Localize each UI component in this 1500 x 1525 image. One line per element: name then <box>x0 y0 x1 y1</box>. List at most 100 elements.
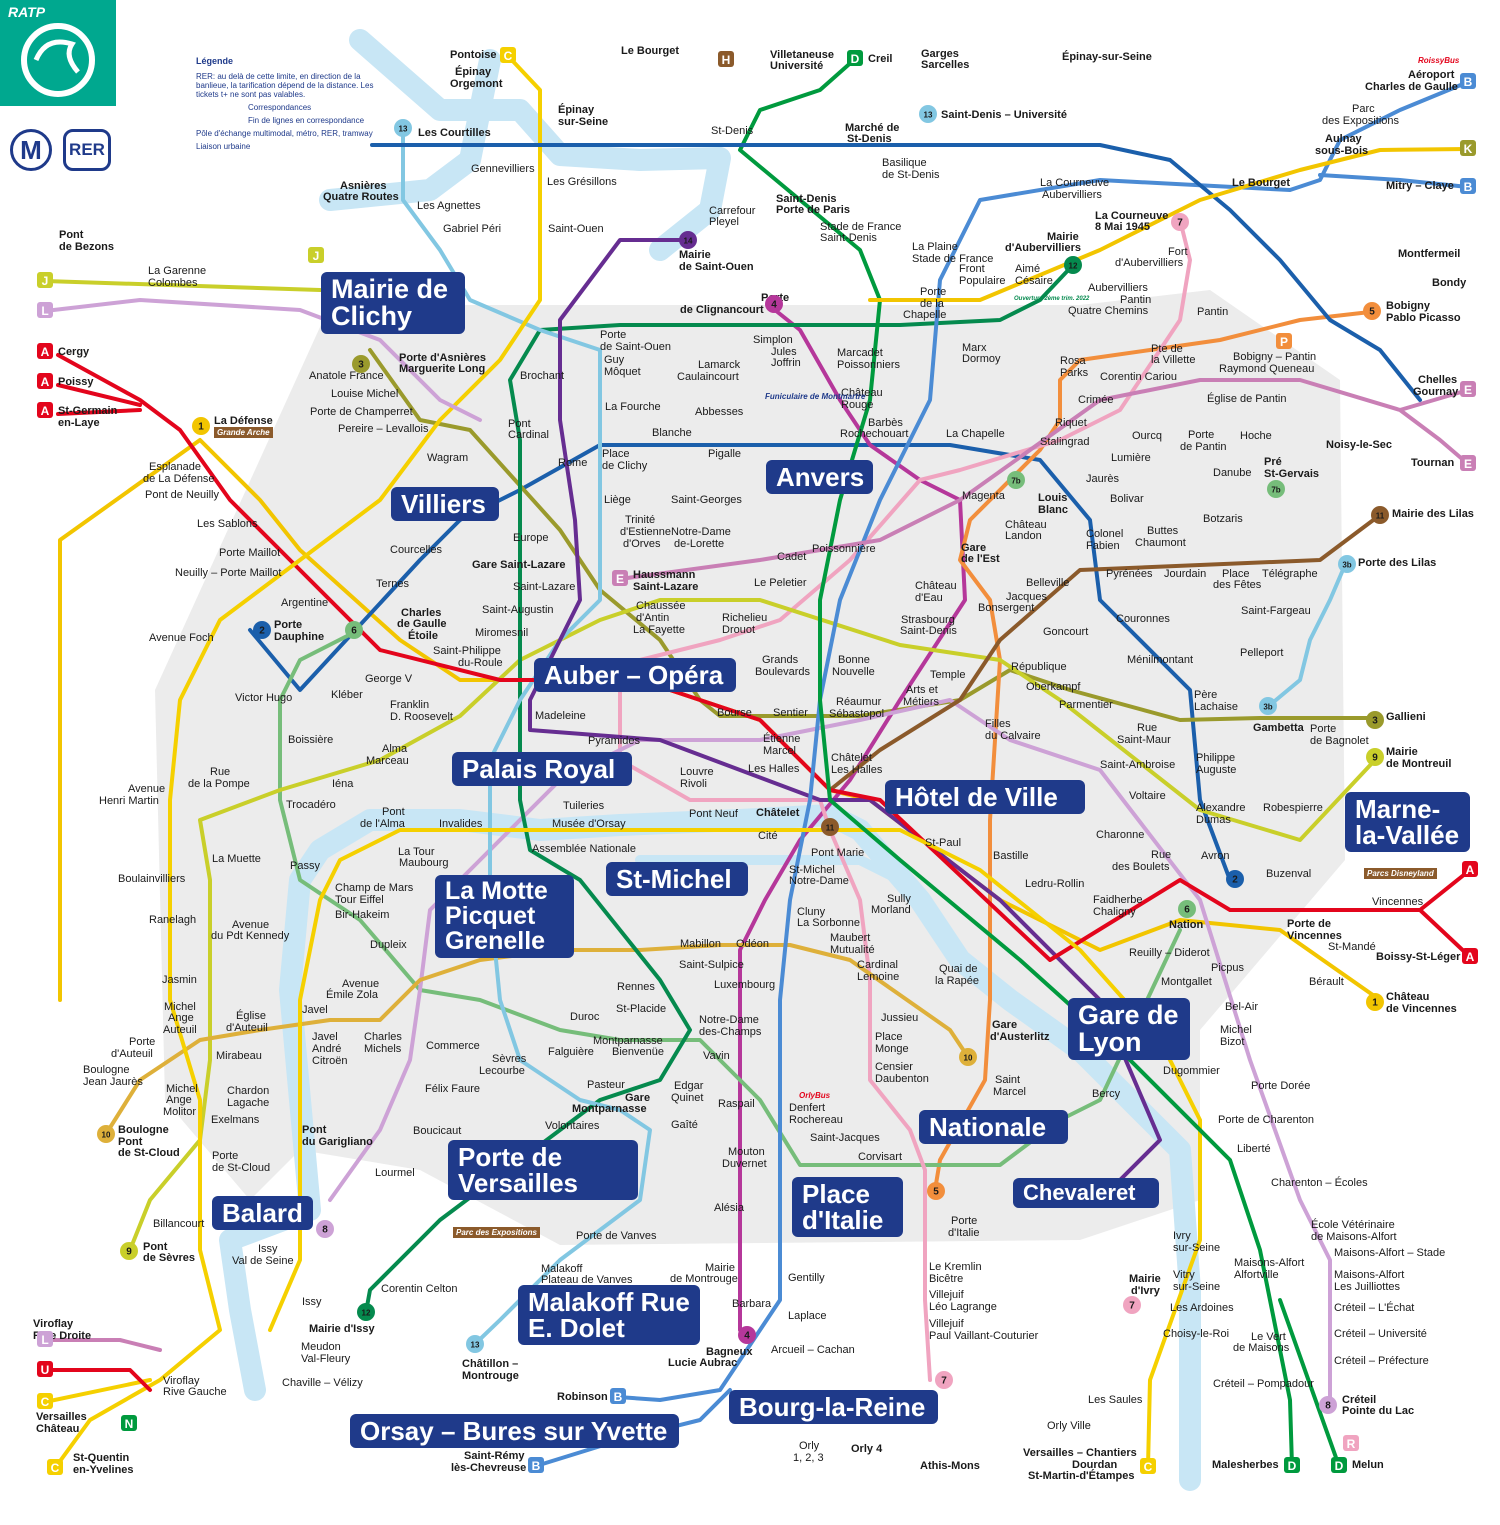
station-label[interactable]: des Fêtes <box>1213 579 1262 591</box>
station-label[interactable]: Vincennes <box>1287 930 1342 942</box>
station-label[interactable]: Charenton – Écoles <box>1271 1176 1368 1189</box>
station-label[interactable]: Saint-Sulpice <box>679 959 744 971</box>
station-label[interactable]: Ourcq <box>1132 430 1162 442</box>
station-label[interactable]: Val-Fleury <box>301 1353 351 1365</box>
station-label[interactable]: Gaîté <box>671 1119 698 1131</box>
line-number-badge[interactable]: 13 <box>394 119 412 137</box>
line-number-badge[interactable]: 8 <box>1319 1396 1337 1414</box>
station-label[interactable]: Châtelet <box>756 807 800 819</box>
station-label[interactable]: Robinson <box>557 1391 608 1403</box>
station-label[interactable]: Stalingrad <box>1040 436 1090 448</box>
station-label[interactable]: Nation <box>1169 919 1204 931</box>
terminal-badge[interactable]: U <box>37 1361 53 1377</box>
line-number-badge[interactable]: 9 <box>120 1242 138 1260</box>
station-label[interactable]: Pleyel <box>709 216 739 228</box>
station-label[interactable]: de la Pompe <box>188 778 250 790</box>
station-label[interactable]: Assemblée Nationale <box>532 843 636 855</box>
station-label[interactable]: Ivry <box>1173 1230 1191 1242</box>
station-label[interactable]: de La Défense <box>143 473 215 485</box>
station-label[interactable]: Marcel <box>763 745 796 757</box>
hub-balard[interactable]: Balard <box>212 1196 313 1230</box>
line-number-badge[interactable]: 4 <box>765 295 783 313</box>
station-label[interactable]: Botzaris <box>1203 513 1243 525</box>
station-label[interactable]: Molitor <box>163 1106 196 1118</box>
line-number-badge[interactable]: 3 <box>352 355 370 373</box>
station-label[interactable]: Citroën <box>312 1055 347 1067</box>
station-label[interactable]: Mairie <box>1129 1273 1161 1285</box>
station-label[interactable]: Bastille <box>993 850 1028 862</box>
station-label[interactable]: Kléber <box>331 689 363 701</box>
station-label[interactable]: de l'Alma <box>360 818 406 830</box>
station-label[interactable]: St-Martin-d'Étampes <box>1028 1469 1135 1482</box>
station-label[interactable]: Épinay <box>455 65 492 78</box>
station-label[interactable]: Athis-Mons <box>920 1460 980 1472</box>
station-label[interactable]: Mairie <box>1047 231 1079 243</box>
hub-auber-opera[interactable]: Auber – Opéra <box>534 658 736 692</box>
terminal-badge[interactable]: A <box>37 402 53 418</box>
station-label[interactable]: Madeleine <box>535 710 586 722</box>
station-label[interactable]: d'Ivry <box>1131 1285 1161 1297</box>
station-label[interactable]: Charles <box>364 1031 402 1043</box>
station-label[interactable]: Saint <box>995 1074 1020 1086</box>
terminal-badge[interactable]: N <box>121 1415 137 1431</box>
line-number-badge[interactable]: 5 <box>927 1182 945 1200</box>
station-label[interactable]: Porte de Vanves <box>576 1230 657 1242</box>
station-label[interactable]: Basilique <box>882 157 927 169</box>
station-label[interactable]: Fabien <box>1086 540 1120 552</box>
station-label[interactable]: Avenue <box>128 783 165 795</box>
station-label[interactable]: Saint-Denis – Université <box>941 109 1067 121</box>
station-label[interactable]: Dourdan <box>1072 1459 1118 1471</box>
station-label[interactable]: Raspail <box>718 1098 755 1110</box>
station-label[interactable]: Oberkampf <box>1026 681 1081 693</box>
station-label[interactable]: Métiers <box>903 696 940 708</box>
station-label[interactable]: Mairie <box>679 249 711 261</box>
station-label[interactable]: Saint-Fargeau <box>1241 605 1311 617</box>
station-label[interactable]: Filles <box>985 718 1011 730</box>
hub-marne-la-vallee[interactable]: Marne-la-Vallée <box>1345 792 1470 852</box>
station-label[interactable]: Mairie <box>1386 746 1418 758</box>
station-label[interactable]: Parc <box>1352 103 1375 115</box>
terminal-badge[interactable]: E <box>1460 381 1476 397</box>
station-label[interactable]: Orgemont <box>450 78 503 90</box>
station-label[interactable]: Rome <box>558 457 587 469</box>
station-label[interactable]: de Bezons <box>59 241 114 253</box>
line-number-badge[interactable]: 7 <box>935 1371 953 1389</box>
terminal-badge[interactable]: C <box>1140 1458 1156 1474</box>
station-label[interactable]: Mairie <box>705 1262 735 1274</box>
line-number-badge[interactable]: 11 <box>1371 506 1389 524</box>
station-label[interactable]: Marguerite Long <box>399 363 485 375</box>
station-label[interactable]: Les Sablons <box>197 518 258 530</box>
station-label[interactable]: Marché de <box>845 122 899 134</box>
station-label[interactable]: Noisy-le-Sec <box>1326 439 1392 451</box>
hub-palais-royal[interactable]: Palais Royal <box>452 752 632 786</box>
station-label[interactable]: Pereire – Levallois <box>338 423 429 435</box>
station-label[interactable]: Jules <box>771 346 797 358</box>
station-label[interactable]: Reuilly – Diderot <box>1129 947 1210 959</box>
station-label[interactable]: Bel-Air <box>1225 1001 1258 1013</box>
station-label[interactable]: Rue <box>1151 849 1171 861</box>
station-label[interactable]: Aéroport <box>1408 69 1455 81</box>
station-label[interactable]: Asnières <box>340 180 386 192</box>
station-label[interactable]: St-Michel <box>789 864 835 876</box>
station-label[interactable]: Église de Pantin <box>1207 392 1287 405</box>
hub-nationale[interactable]: Nationale <box>919 1110 1068 1144</box>
station-label[interactable]: Volontaires <box>545 1120 600 1132</box>
station-label[interactable]: Jaurès <box>1086 473 1120 485</box>
station-label[interactable]: Louise Michel <box>331 388 398 400</box>
station-label[interactable]: sur-Seine <box>1173 1281 1220 1293</box>
station-label[interactable]: Hoche <box>1240 430 1272 442</box>
station-label[interactable]: Danube <box>1213 467 1252 479</box>
terminal-badge[interactable]: R <box>1343 1435 1359 1451</box>
station-label[interactable]: Châtillon – <box>462 1358 518 1370</box>
station-label[interactable]: Lachaise <box>1194 701 1238 713</box>
station-label[interactable]: Magenta <box>962 490 1006 502</box>
station-label[interactable]: Chapelle <box>903 309 946 321</box>
station-label[interactable]: Bercy <box>1092 1088 1121 1100</box>
station-label[interactable]: Mouton <box>728 1146 765 1158</box>
station-label[interactable]: la Villette <box>1151 354 1195 366</box>
station-label[interactable]: Colombes <box>148 277 198 289</box>
station-label[interactable]: Arcueil – Cachan <box>771 1344 855 1356</box>
station-label[interactable]: Boulogne <box>83 1064 130 1076</box>
station-label[interactable]: Buttes <box>1147 525 1179 537</box>
station-label[interactable]: Rue <box>1137 722 1157 734</box>
